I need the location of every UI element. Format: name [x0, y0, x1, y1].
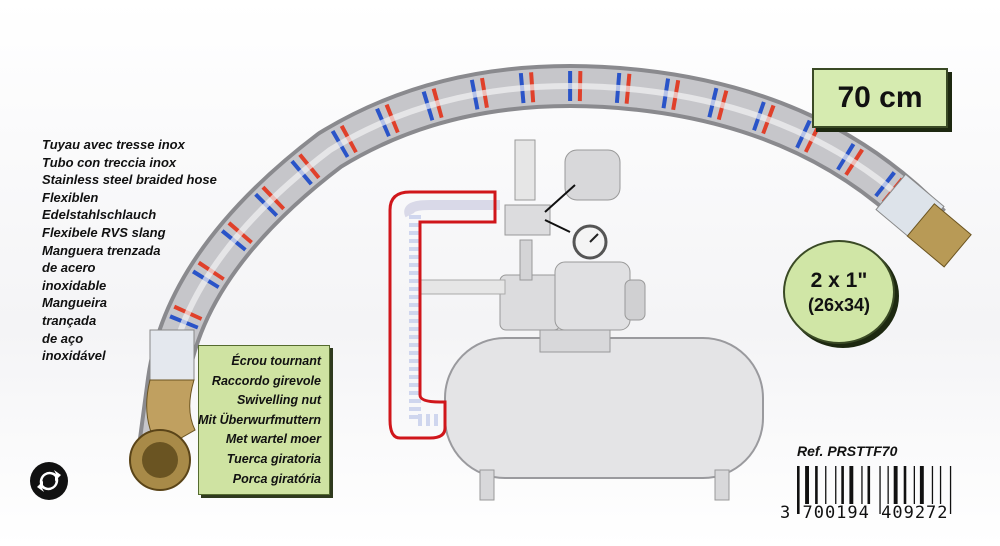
nut-label-line: Tuerca giratoria [226, 451, 321, 466]
reference-number: Ref. PRSTTF70 [797, 443, 898, 459]
nut-label-line: Écrou tournant [231, 354, 321, 368]
barcode-bar [815, 466, 818, 504]
nut-label-line: Swivelling nut [236, 393, 321, 408]
description-line: trançada [42, 312, 97, 328]
description-line: Manguera trenzada [42, 242, 161, 258]
braided-hose [136, 64, 946, 458]
pressure-gauge-icon [572, 224, 608, 260]
barcode-bar [931, 466, 934, 504]
barcode-bar [797, 466, 800, 514]
nut-label-line: Mit Überwurfmuttern [198, 412, 321, 427]
length-badge: 70 cm [812, 68, 948, 128]
barcode-number: 3 700194 409272 [780, 503, 949, 523]
barcode-bar [887, 466, 889, 504]
swivel-nut-label: Écrou tournant Raccordo girevole Swivell… [198, 345, 330, 495]
barcode-bar [861, 466, 863, 504]
description-line: de acero [42, 260, 96, 276]
description-line: Flexiblen [42, 189, 99, 205]
swivel-nut [129, 329, 196, 491]
pump [419, 139, 646, 353]
size-badge: 2 x 1" (26x34) [783, 240, 895, 344]
pressure-tank [444, 337, 764, 501]
product-description: Tuyau avec tresse inox Tubo con treccia … [42, 136, 217, 365]
highlight-outline [388, 190, 497, 440]
description-line: de aço [42, 330, 84, 346]
barcode-bar [939, 466, 942, 504]
description-line: inoxidável [42, 348, 106, 364]
barcode-bar [913, 466, 915, 504]
description-line: Edelstahlschlauch [42, 207, 157, 223]
description-line: Flexibele RVS slang [42, 224, 166, 240]
barcode-bar [805, 466, 809, 504]
barcode-bar [835, 466, 837, 504]
barcode [797, 466, 952, 514]
description-line: inoxidable [42, 277, 107, 293]
barcode-bar [893, 466, 898, 504]
barcode-bar [849, 466, 854, 504]
barcode-bar [867, 466, 871, 504]
barcode-bar [825, 466, 827, 504]
barcode-bar [903, 466, 907, 504]
barcode-bar [949, 466, 952, 514]
size-thread: 2 x 1" [810, 268, 868, 292]
description-line: Tuyau avec tresse inox [42, 137, 185, 152]
description-line: Stainless steel braided hose [42, 172, 217, 188]
hose-fitting-right [875, 173, 972, 268]
barcode-bar [919, 466, 924, 504]
description-line: Mangueira [42, 295, 108, 311]
description-line: Tubo con treccia inox [42, 154, 177, 170]
size-dimensions: (26x34) [807, 294, 871, 315]
recycle-icon [30, 462, 68, 500]
barcode-bar [879, 466, 881, 514]
nut-label-line: Met wartel moer [225, 432, 321, 447]
barcode-bar [841, 466, 844, 504]
nut-label-line: Raccordo girevole [211, 373, 321, 388]
nut-label-line: Porca giratória [232, 471, 321, 486]
